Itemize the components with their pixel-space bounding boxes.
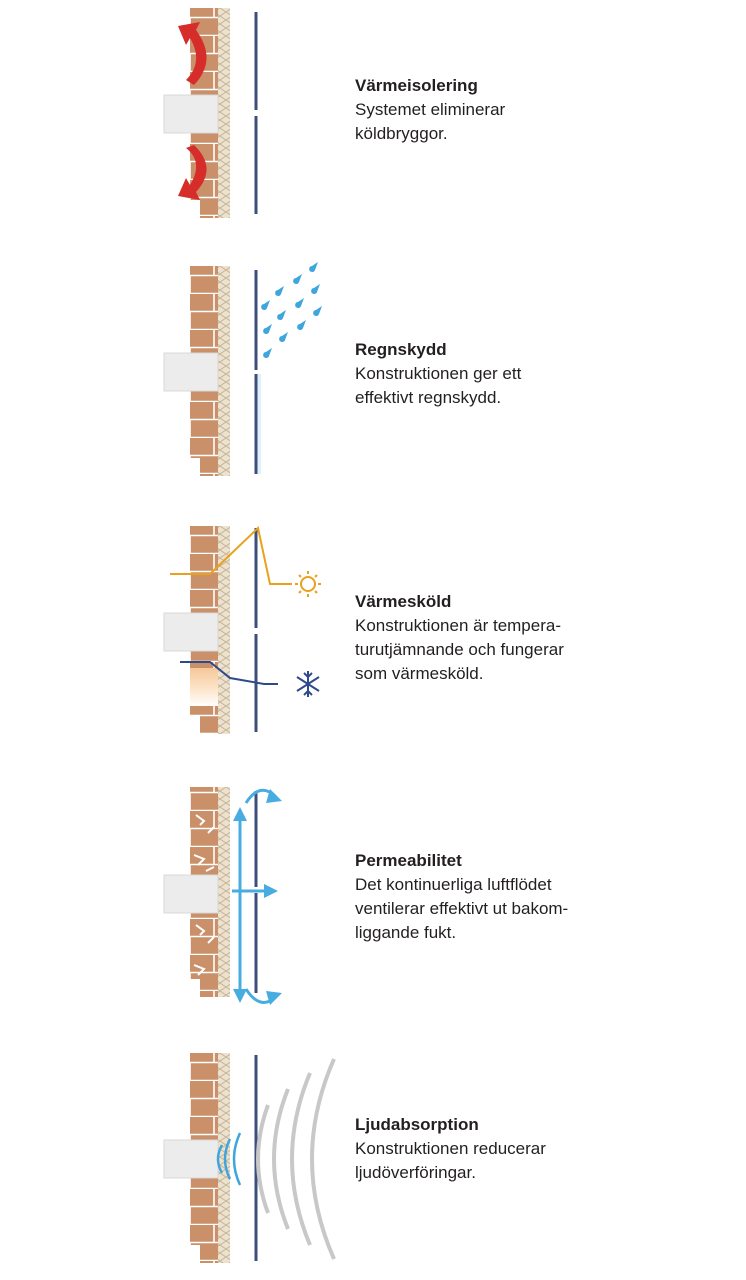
sun-icon	[295, 571, 321, 597]
caption-permeability: Permeabilitet Det kontinuerliga luftflöd…	[355, 849, 695, 945]
sound-wave-icon	[216, 1058, 336, 1260]
caption-sound: Ljudabsorption Konstruktionen reducerar …	[355, 1113, 695, 1185]
panel-rain: Regnskydd Konstruktionen ger ett effekti…	[0, 258, 746, 488]
panel-title: Permeabilitet	[355, 851, 462, 870]
panel-text-line: Konstruktionen är tempera-	[355, 616, 561, 635]
window-frame	[163, 352, 219, 392]
heat-arrow-icon	[178, 22, 207, 200]
caption-rain: Regnskydd Konstruktionen ger ett effekti…	[355, 338, 695, 410]
caption-heatshield: Värmesköld Konstruktionen är tempera- tu…	[355, 590, 695, 686]
wall-illustration-permeability	[163, 787, 282, 1005]
panel-text-line: Konstruktionen reducerar	[355, 1139, 546, 1158]
panel-text-line: Konstruktionen ger ett	[355, 364, 522, 383]
wall-illustration-heatshield	[163, 526, 321, 734]
window-frame	[163, 874, 219, 914]
panel-title: Värmesköld	[355, 592, 452, 611]
warm-glow	[190, 668, 218, 706]
window-frame	[163, 94, 219, 134]
panel-text-line: effektivt regnskydd.	[355, 388, 502, 407]
panel-permeability: Permeabilitet Det kontinuerliga luftflöd…	[0, 775, 746, 1015]
panel-title: Ljudabsorption	[355, 1115, 479, 1134]
panel-text-line: ventilerar effektivt ut bakom-	[355, 899, 569, 918]
winter-temperature-line	[180, 661, 278, 685]
panel-text-line: ljudöverföringar.	[355, 1163, 476, 1182]
rain-drops-icon	[261, 262, 322, 358]
caption-warmth: Värmeisolering Systemet eliminerar köldb…	[355, 74, 695, 146]
panel-text-line: köldbryggor.	[355, 124, 448, 143]
wall-illustration-sound	[163, 1053, 336, 1263]
moisture-marks	[193, 814, 215, 976]
airflow-arrow-icon	[232, 788, 282, 1005]
insulation-layer	[218, 266, 230, 476]
snowflake-icon	[296, 671, 320, 697]
panel-title: Värmeisolering	[355, 76, 478, 95]
wall-illustration-warmth	[163, 8, 258, 218]
insulation-layer	[218, 787, 230, 997]
panel-sound: Ljudabsorption Konstruktionen reducerar …	[0, 1045, 746, 1275]
wall-illustration-rain	[163, 262, 322, 476]
panel-text-line: turutjämnande och fungerar	[355, 640, 564, 659]
summer-temperature-line	[170, 526, 292, 585]
panel-text-line: som värmesköld.	[355, 664, 484, 683]
insulation-layer	[218, 526, 230, 734]
window-frame	[163, 1139, 219, 1179]
panel-text-line: liggande fukt.	[355, 923, 457, 942]
panel-text-line: Det kontinuerliga luftflödet	[355, 875, 552, 894]
water-film	[255, 374, 261, 474]
window-frame	[163, 612, 219, 652]
insulation-layer	[218, 8, 230, 218]
panel-warmth: Värmeisolering Systemet eliminerar köldb…	[0, 0, 746, 230]
panel-heatshield: Värmesköld Konstruktionen är tempera- tu…	[0, 518, 746, 748]
panel-title: Regnskydd	[355, 340, 447, 359]
panel-text-line: Systemet eliminerar	[355, 100, 506, 119]
